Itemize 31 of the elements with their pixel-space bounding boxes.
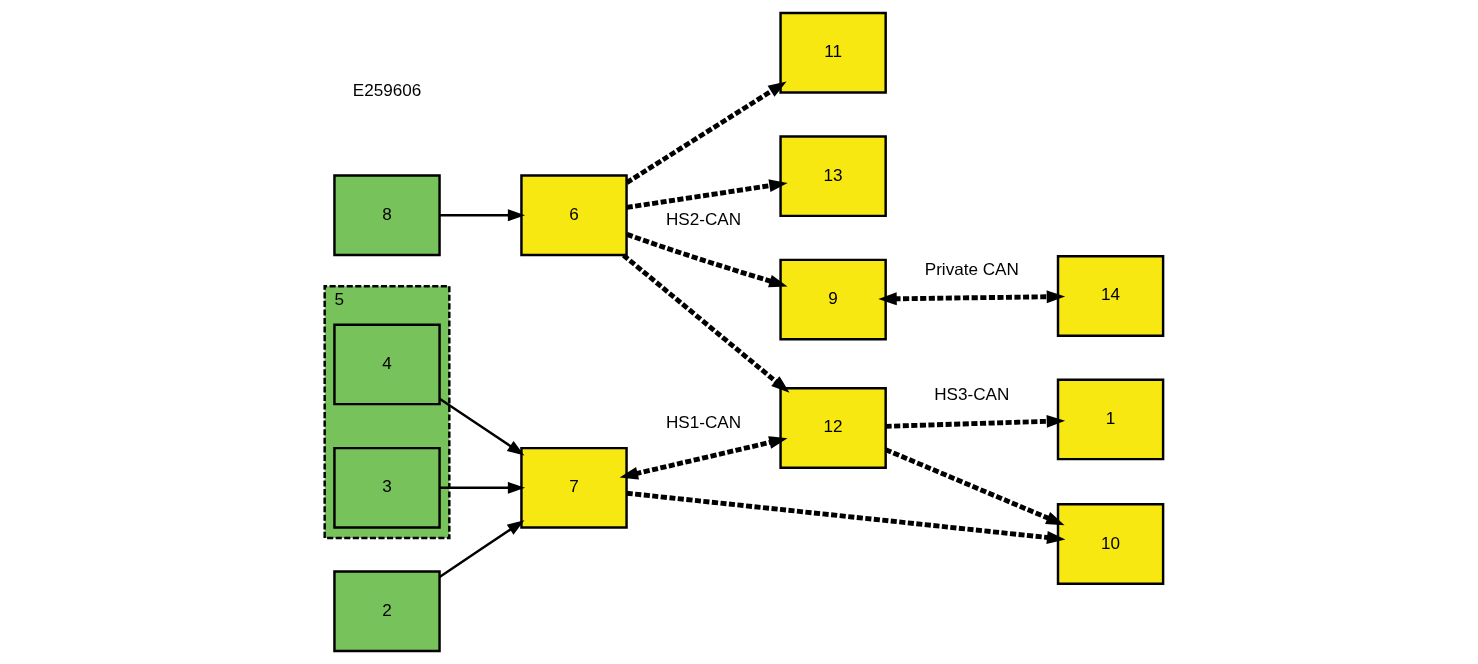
node-box: 14 <box>1056 255 1165 337</box>
node-box: 3 <box>333 446 441 529</box>
arrow <box>621 253 790 393</box>
arrow <box>619 436 788 480</box>
arrow <box>878 290 1066 306</box>
edge-label: Private CAN <box>924 260 1019 280</box>
edge-label: HS2-CAN <box>666 210 742 230</box>
node-box: 6 <box>520 174 628 257</box>
arrow <box>885 414 1066 429</box>
node-box: 1 <box>1056 378 1165 461</box>
arrow <box>626 232 788 288</box>
node-box: 7 <box>520 446 628 529</box>
arrow <box>884 447 1065 526</box>
arrow <box>626 490 1066 544</box>
arrow <box>626 179 788 210</box>
node-box: 4 <box>333 323 441 406</box>
label: E259606 <box>352 81 422 101</box>
arrow <box>625 81 787 185</box>
node-box: 13 <box>779 135 887 218</box>
arrow <box>438 520 525 578</box>
node-box: 12 <box>779 387 887 469</box>
node-box: 8 <box>333 174 441 257</box>
arrow <box>439 209 525 222</box>
node-box: 9 <box>779 258 887 341</box>
edge-label: HS3-CAN <box>934 385 1010 405</box>
node-box: 11 <box>779 11 887 94</box>
edge-label: HS1-CAN <box>666 413 742 433</box>
arrow <box>439 481 525 494</box>
node-box: 10 <box>1056 503 1165 585</box>
node-box: 2 <box>333 570 441 653</box>
arrow <box>438 397 525 456</box>
